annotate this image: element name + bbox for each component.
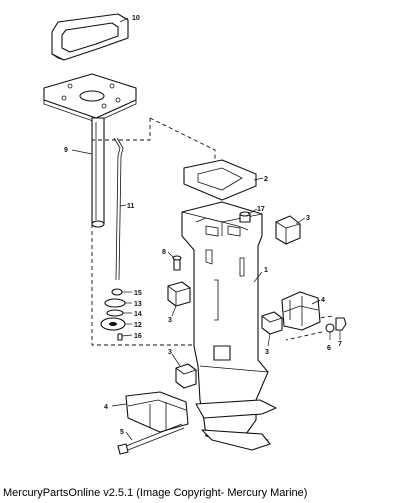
callout-8: 8 [162, 249, 166, 256]
part-10-seal [51, 13, 129, 61]
callout-3-upper: 3 [306, 215, 310, 222]
callout-12: 12 [134, 322, 142, 329]
leader-lines [71, 17, 341, 441]
part-3-mount-left [167, 281, 191, 307]
part-7-nut [335, 317, 347, 331]
callout-13: 13 [134, 301, 142, 308]
part-17-screw [239, 211, 251, 223]
callout-17: 17 [257, 206, 265, 213]
callout-16: 16 [134, 333, 142, 340]
callout-3-midright: 3 [265, 349, 269, 356]
callout-labels: 10 9 11 2 17 3 8 1 3 15 13 14 12 16 4 3 … [64, 15, 342, 436]
part-4-bracket-right [281, 291, 321, 331]
exploded-parts-diagram: 10 9 11 2 17 3 8 1 3 15 13 14 12 16 4 3 … [43, 13, 347, 455]
part-4-bracket-lower [125, 391, 189, 433]
part-3-mount-lower [175, 363, 197, 389]
part-3-mount-midright [261, 311, 283, 335]
part-11-shift-shaft [113, 137, 124, 281]
callout-6: 6 [327, 345, 331, 352]
callout-3-lower: 3 [168, 349, 172, 356]
callout-5: 5 [120, 429, 124, 436]
callout-10: 10 [132, 15, 140, 22]
part-3-mount-upper [275, 215, 301, 245]
part-6-washer [325, 323, 335, 333]
callout-15: 15 [134, 290, 142, 297]
callout-11: 11 [127, 203, 135, 210]
callout-14: 14 [134, 311, 142, 318]
callout-7: 7 [338, 341, 342, 348]
callout-4-lower: 4 [104, 404, 108, 411]
callout-3-left: 3 [168, 317, 172, 324]
adapter-plate [43, 73, 137, 123]
part-1-driveshaft-housing [181, 201, 277, 451]
part-9-exhaust-tube [91, 117, 105, 228]
part-2-gasket [183, 159, 257, 201]
image-caption: MercuryPartsOnline v2.5.1 (Image Copyrig… [3, 487, 308, 499]
callout-9: 9 [64, 147, 68, 154]
callout-1: 1 [264, 267, 268, 274]
callout-4-right: 4 [321, 297, 325, 304]
part-8-bolt [172, 255, 182, 271]
callout-2: 2 [264, 176, 268, 183]
shaft-hardware-stack [100, 288, 126, 341]
part-5-bolt [117, 423, 185, 455]
